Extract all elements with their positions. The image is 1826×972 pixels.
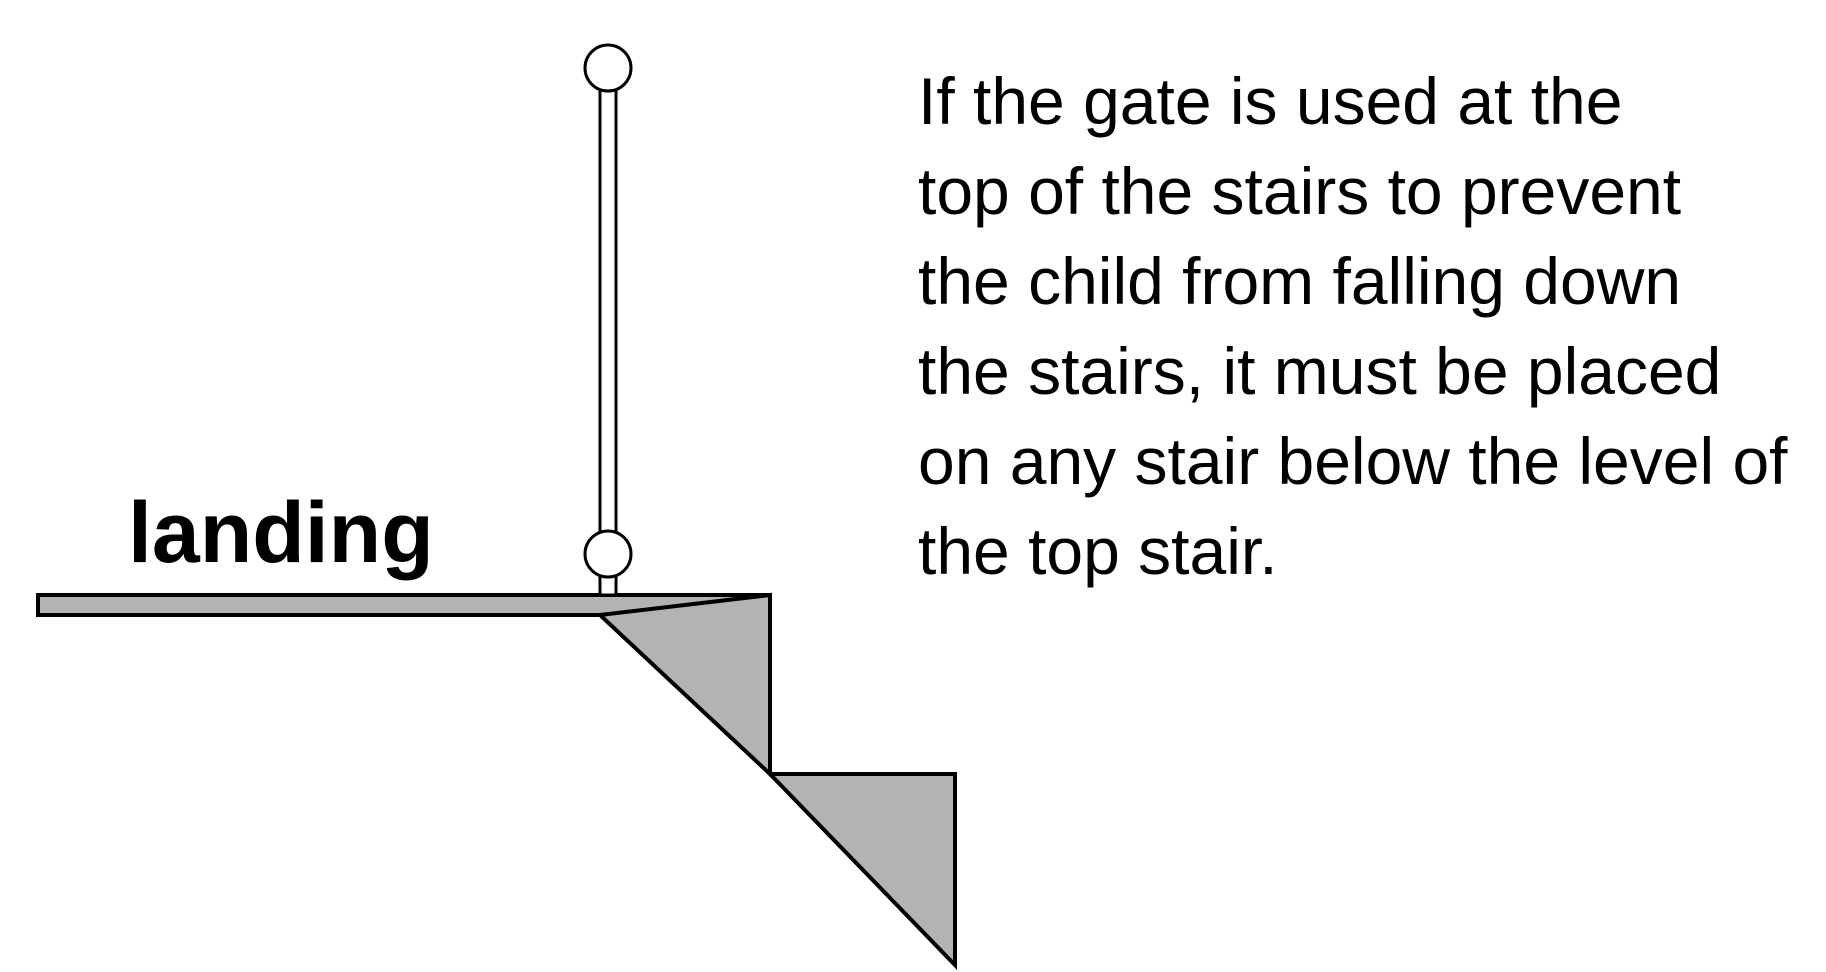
instruction-line: the child from falling down	[918, 244, 1682, 318]
gate-post-bottom-knob	[583, 529, 633, 579]
landing-label: landing	[128, 485, 434, 581]
instruction-line: If the gate is used at the	[918, 64, 1623, 138]
gate-post-rod	[598, 82, 618, 556]
instruction-text: If the gate is used at the top of the st…	[918, 56, 1818, 596]
instruction-line: the top stair.	[918, 514, 1278, 588]
instruction-line: top of the stairs to prevent	[918, 154, 1682, 228]
instruction-line: on any stair below the level of	[918, 424, 1788, 498]
stair-step-1	[595, 592, 772, 779]
instruction-line: the stairs, it must be placed	[918, 334, 1722, 408]
stair-step-2	[765, 772, 957, 970]
gate-post-top-knob	[583, 43, 633, 93]
gate-post-base	[598, 574, 618, 597]
